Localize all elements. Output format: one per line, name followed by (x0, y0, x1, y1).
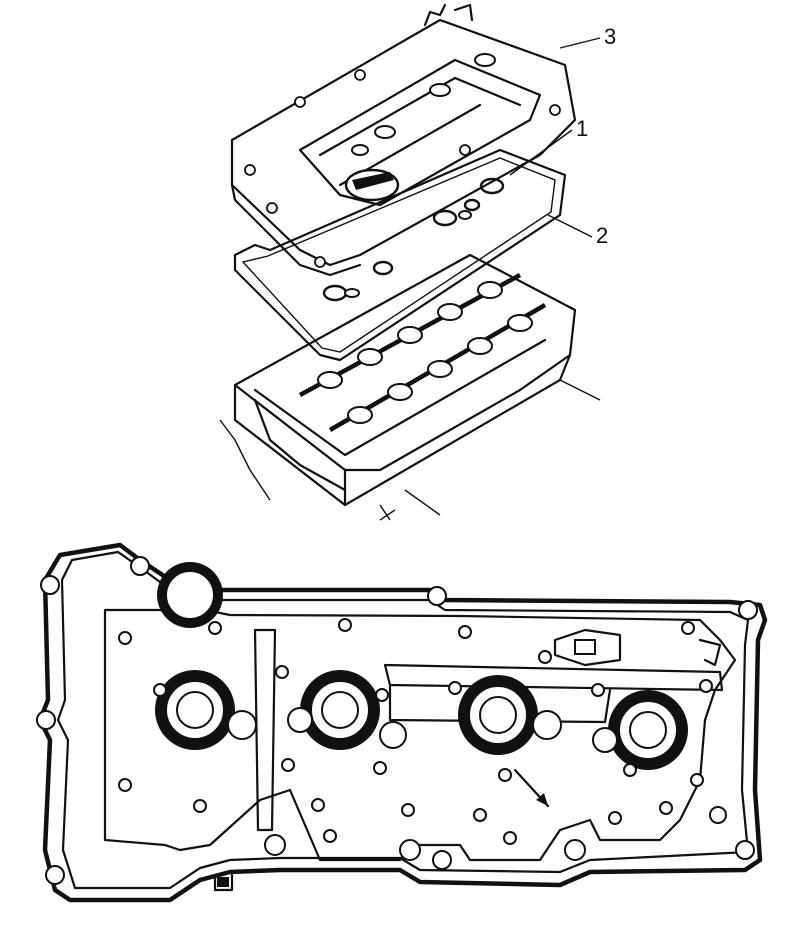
callout-1: 1 (576, 116, 588, 141)
valve-cover (230, 3, 577, 277)
exploded-view: 3 1 2 (219, 3, 616, 521)
plug-tube-seals (344, 210, 472, 298)
callout-2: 2 (596, 223, 608, 248)
leader-3 (559, 37, 601, 49)
valve-cover-gasket (233, 148, 567, 362)
bolt-holes (36, 556, 758, 885)
callout-leaders (509, 37, 601, 238)
cover-underside-view (36, 542, 768, 903)
cylinder-head (219, 253, 601, 521)
inner-holes (118, 618, 713, 845)
leader-2 (547, 214, 593, 238)
plug-tube-bosses (155, 670, 688, 770)
leader-1 (509, 129, 573, 176)
callout-3: 3 (604, 24, 616, 49)
